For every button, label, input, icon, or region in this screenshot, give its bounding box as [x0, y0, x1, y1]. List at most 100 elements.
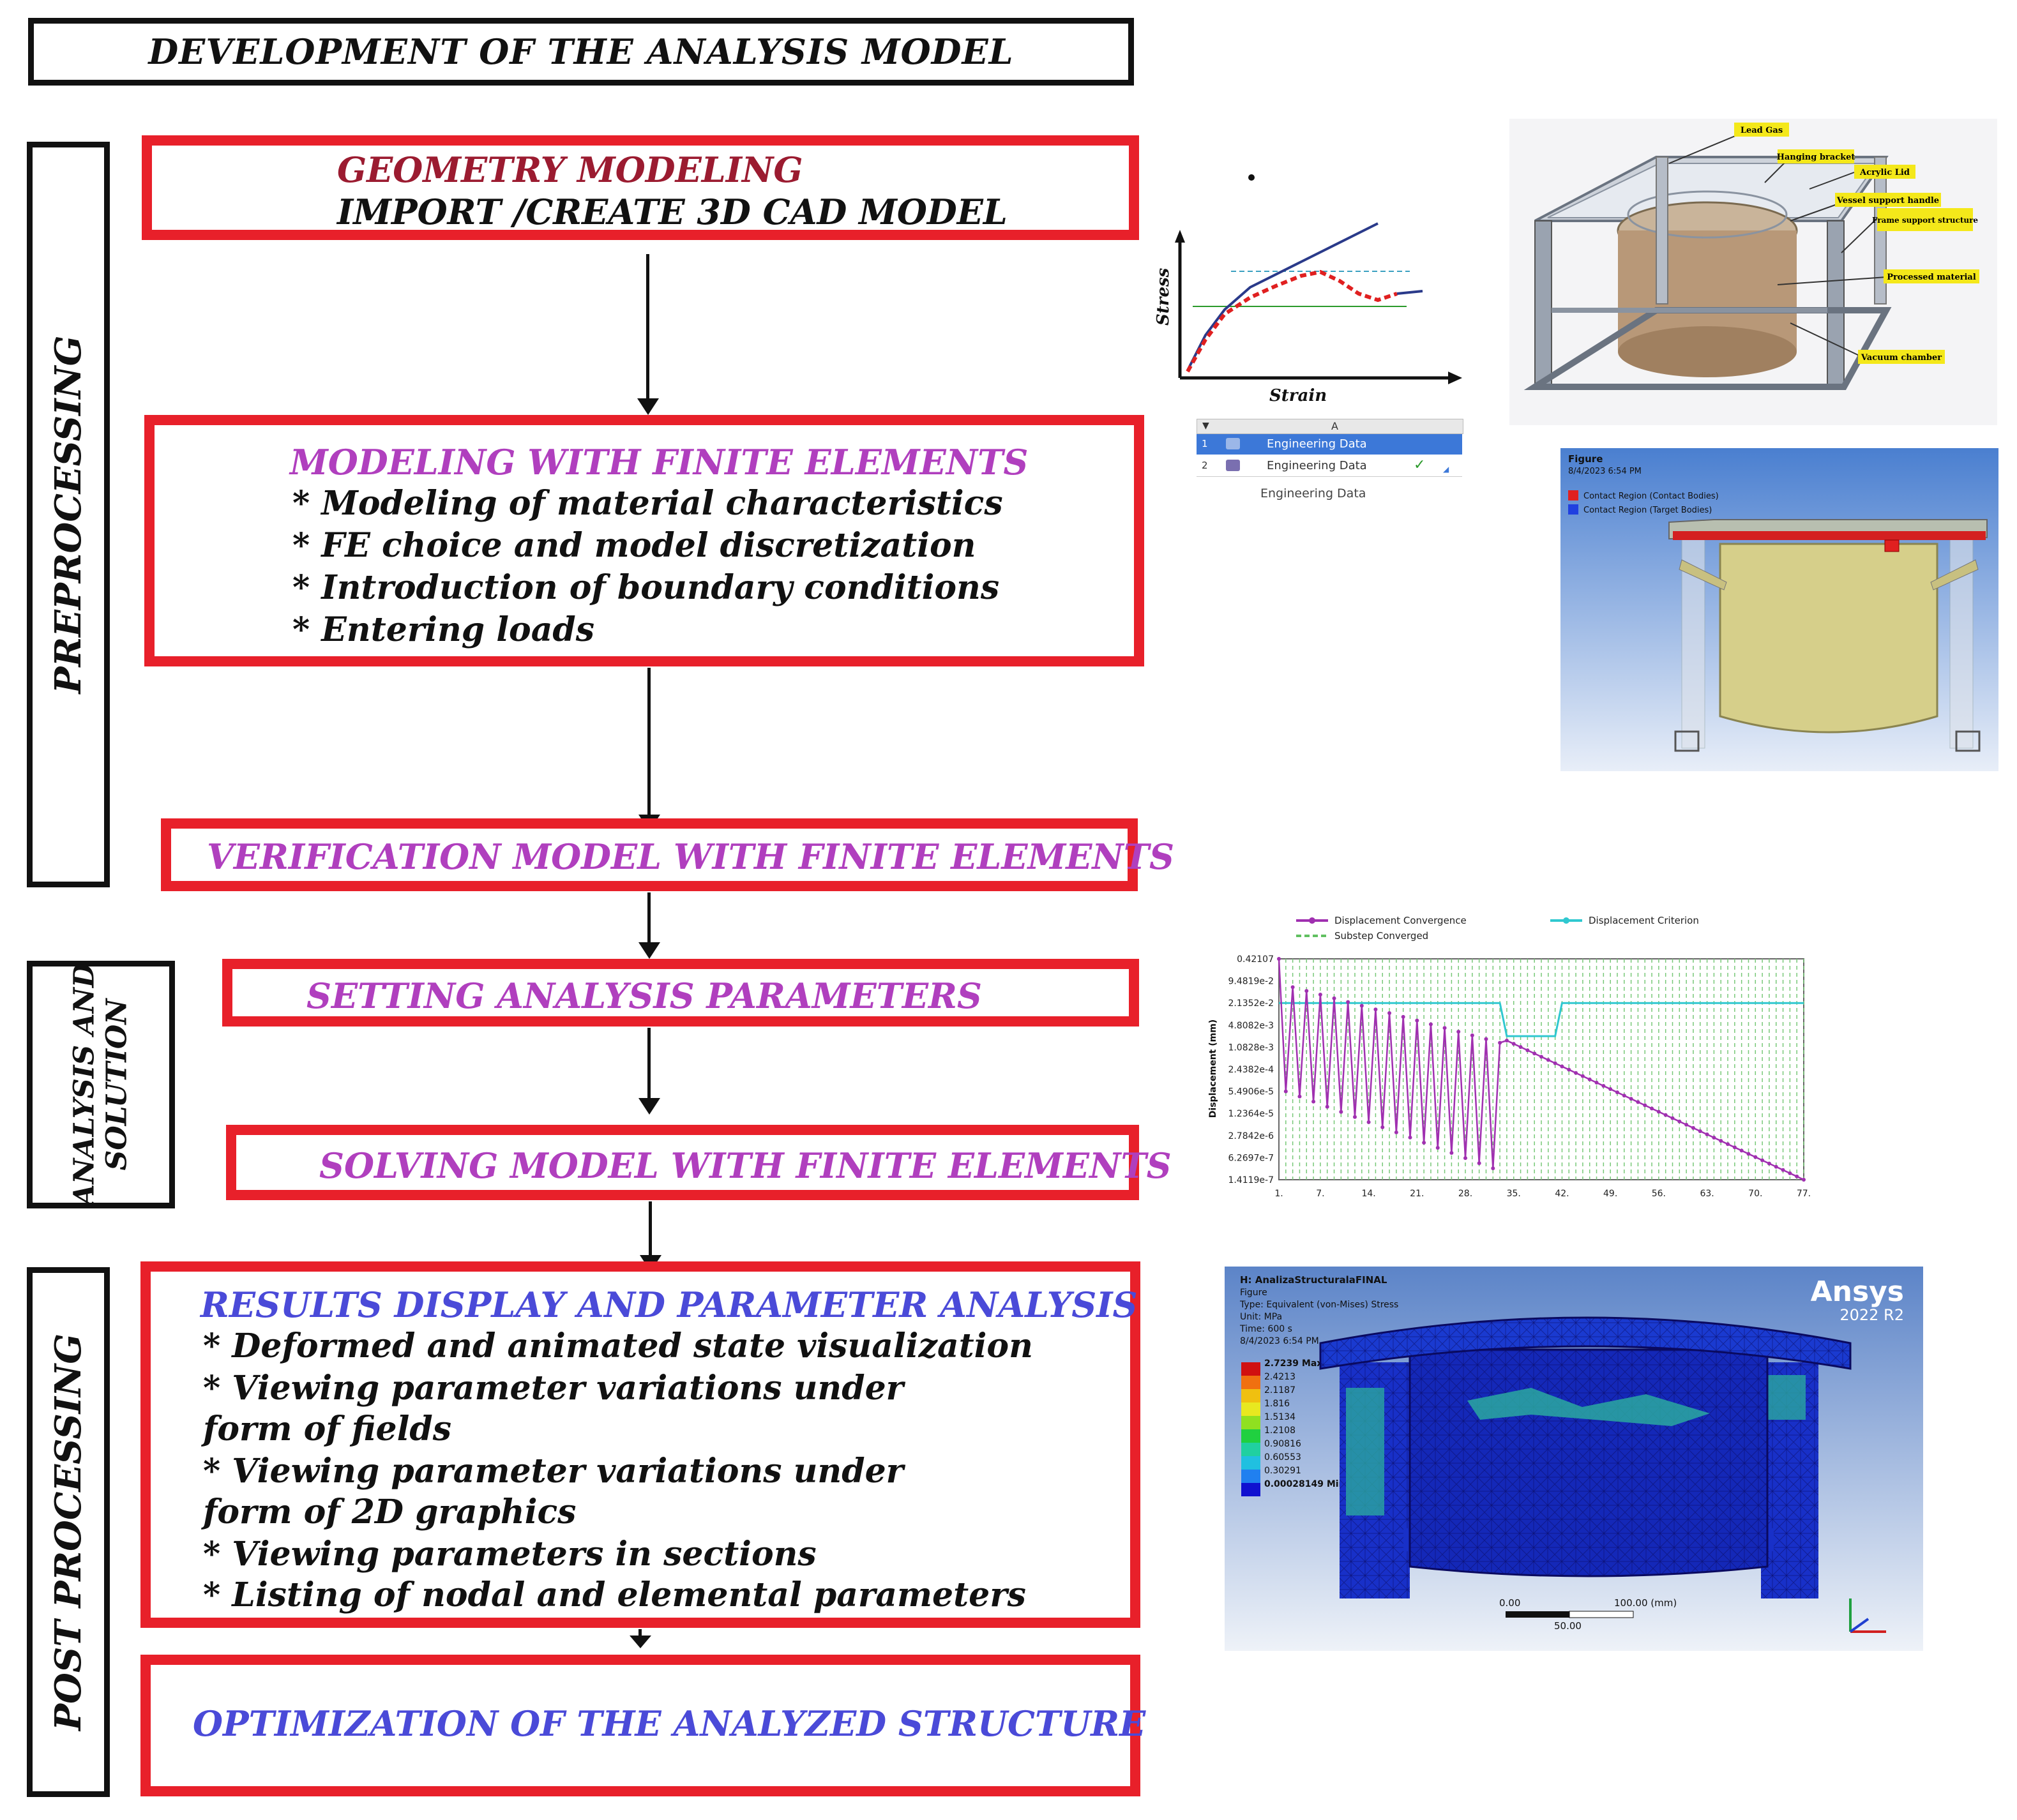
step-setting-box: SETTING ANALYSIS PARAMETERS	[222, 959, 1139, 1027]
phase-post-box: POST PROCESSING	[27, 1267, 110, 1797]
displacement-convergence-point	[1504, 1039, 1509, 1043]
ansys-legend-swatch	[1241, 1416, 1260, 1429]
displacement-convergence-point	[1373, 1007, 1378, 1012]
engineering-data-caption: Engineering Data	[1260, 486, 1366, 500]
convergence-y-tick: 4.8082e-3	[1228, 1021, 1274, 1031]
phase-analysis-box: ANALYSIS AND SOLUTION	[27, 961, 175, 1208]
triad-z-axis	[1849, 1618, 1870, 1633]
cad-label-bg	[1778, 149, 1854, 163]
ansys-legend-swatch	[1241, 1376, 1260, 1389]
displacement-convergence-point	[1615, 1090, 1619, 1095]
displacement-convergence-point	[1622, 1094, 1626, 1098]
displacement-convergence-point	[1691, 1125, 1695, 1130]
results-item-7: * Listing of nodal and elemental paramet…	[203, 1576, 1026, 1614]
ansys-legend-swatch	[1241, 1362, 1260, 1376]
convergence-y-tick: 5.4906e-5	[1228, 1087, 1274, 1097]
ansys-scale-bar-white	[1569, 1611, 1634, 1618]
dropdown-arrow-icon[interactable]: ▼	[1202, 421, 1209, 431]
displacement-convergence-point	[1498, 1041, 1502, 1045]
ansys-lid-mesh	[1320, 1318, 1850, 1369]
frame-post	[1827, 220, 1845, 387]
convergence-x-tick: 49.	[1603, 1189, 1617, 1199]
convergence-legend-label: Displacement Criterion	[1589, 915, 1699, 926]
ansys-header-line: 8/4/2023 6:54 PM	[1240, 1336, 1319, 1346]
displacement-convergence-point	[1332, 996, 1336, 1000]
results-item-6: * Viewing parameters in sections	[203, 1535, 817, 1574]
displacement-convergence-point	[1670, 1116, 1675, 1120]
contact-handle	[1679, 559, 1727, 590]
step-verification-box: VERIFICATION MODEL WITH FINITE ELEMENTS	[161, 818, 1174, 891]
displacement-convergence-point	[1574, 1071, 1578, 1075]
vessel-rim	[1627, 190, 1788, 239]
displacement-convergence-point	[1456, 1030, 1461, 1034]
convergence-y-tick: 2.7842e-6	[1228, 1131, 1274, 1141]
displacement-convergence-point	[1518, 1045, 1523, 1049]
displacement-convergence-point	[1380, 1125, 1385, 1129]
stress-axis-x-arrow	[1448, 372, 1462, 384]
arrow-4-shaft	[647, 1028, 651, 1099]
displacement-convergence-point	[1422, 1140, 1426, 1145]
displacement-convergence-point	[1656, 1109, 1661, 1114]
displacement-convergence-point	[1463, 1156, 1468, 1161]
convergence-y-tick: 1.2364e-5	[1228, 1109, 1274, 1119]
engineering-data-row-2[interactable]: 2 Engineering Data ✓ ◢	[1197, 456, 1462, 477]
convergence-y-label: Displacement (mm)	[1208, 1019, 1218, 1118]
displacement-convergence-point	[1629, 1097, 1633, 1101]
displacement-convergence-point	[1366, 1120, 1371, 1124]
displacement-convergence-point	[1539, 1055, 1543, 1059]
cad-label-processed-material: Processed material	[1887, 273, 1976, 282]
displacement-convergence-point	[1408, 1135, 1412, 1139]
step-geometry-box: GEOMETRY MODELING IMPORT /CREATE 3D CAD …	[142, 135, 1139, 240]
displacement-convergence-point	[1283, 1089, 1288, 1094]
displacement-convergence-point	[1636, 1100, 1640, 1104]
engineering-data-column: A	[1331, 420, 1338, 432]
contact-header: Figure	[1568, 453, 1603, 465]
ansys-legend-swatch	[1241, 1389, 1260, 1403]
convergence-legend: Displacement Convergence Displacement Cri…	[1296, 915, 1699, 942]
contact-legend-target: Contact Region (Target Bodies)	[1583, 506, 1712, 515]
displacement-convergence-point	[1594, 1080, 1599, 1085]
displacement-convergence-point	[1553, 1061, 1557, 1065]
ansys-header-line: Time: 600 s	[1239, 1324, 1292, 1334]
ansys-legend-value: 1.2108	[1264, 1425, 1296, 1436]
engineering-data-row-1-num: 1	[1202, 438, 1208, 449]
displacement-convergence-point	[1587, 1077, 1592, 1081]
ansys-legend-value: 1.816	[1264, 1399, 1290, 1409]
step-fe-modeling-box: MODELING WITH FINITE ELEMENTS * Modeling…	[144, 415, 1144, 666]
cad-model-figure: Lead Gas Hanging bracket Acrylic Lid Ves…	[1509, 119, 1997, 425]
engineering-data-row-1[interactable]: 1 Engineering Data	[1197, 434, 1462, 455]
engineering-data-icon	[1226, 438, 1240, 449]
displacement-convergence-point	[1277, 957, 1281, 961]
displacement-convergence-point	[1318, 993, 1322, 997]
step-verification-heading: VERIFICATION MODEL WITH FINITE ELEMENTS	[207, 836, 1174, 877]
corner-arrow-icon: ◢	[1443, 465, 1449, 474]
fe-item-2: * FE choice and model discretization	[292, 526, 976, 565]
displacement-convergence-point	[1428, 1022, 1433, 1027]
displacement-convergence-point	[1415, 1018, 1419, 1023]
displacement-criterion-line	[1279, 1002, 1804, 1037]
convergence-x-tick: 63.	[1700, 1189, 1714, 1199]
displacement-convergence-point	[1698, 1129, 1702, 1133]
convergence-x-tick: 21.	[1410, 1189, 1424, 1199]
cylinder-bottom	[1618, 326, 1797, 377]
convergence-y-tick: 0.42107	[1237, 954, 1274, 965]
ansys-legend-swatch	[1241, 1443, 1260, 1456]
displacement-convergence-point	[1511, 1042, 1516, 1046]
displacement-convergence-point	[1560, 1064, 1564, 1069]
engineering-data-widget: ▼ A 1 Engineering Data 2 Engineering Dat…	[1197, 419, 1463, 508]
convergence-legend-label: Displacement Convergence	[1334, 915, 1467, 926]
ansys-brand: Ansys	[1811, 1275, 1904, 1308]
displacement-convergence-point	[1484, 1037, 1488, 1041]
cad-label-vacuum-chamber: Vacuum chamber	[1861, 353, 1942, 363]
checkmark-icon: ✓	[1414, 457, 1426, 473]
contact-legend-swatch-blue	[1568, 504, 1578, 515]
convergence-x-tick: 7.	[1316, 1189, 1324, 1199]
phase-preprocessing-box: PREPROCESSING	[27, 142, 110, 887]
displacement-convergence-point	[1477, 1161, 1481, 1166]
contact-handle	[1930, 559, 1979, 590]
convergence-x-tick: 42.	[1555, 1189, 1569, 1199]
ansys-legend-value: 0.90816	[1264, 1439, 1301, 1449]
phase-post-label: POST PROCESSING	[47, 1333, 89, 1731]
cad-leader	[1790, 322, 1861, 357]
